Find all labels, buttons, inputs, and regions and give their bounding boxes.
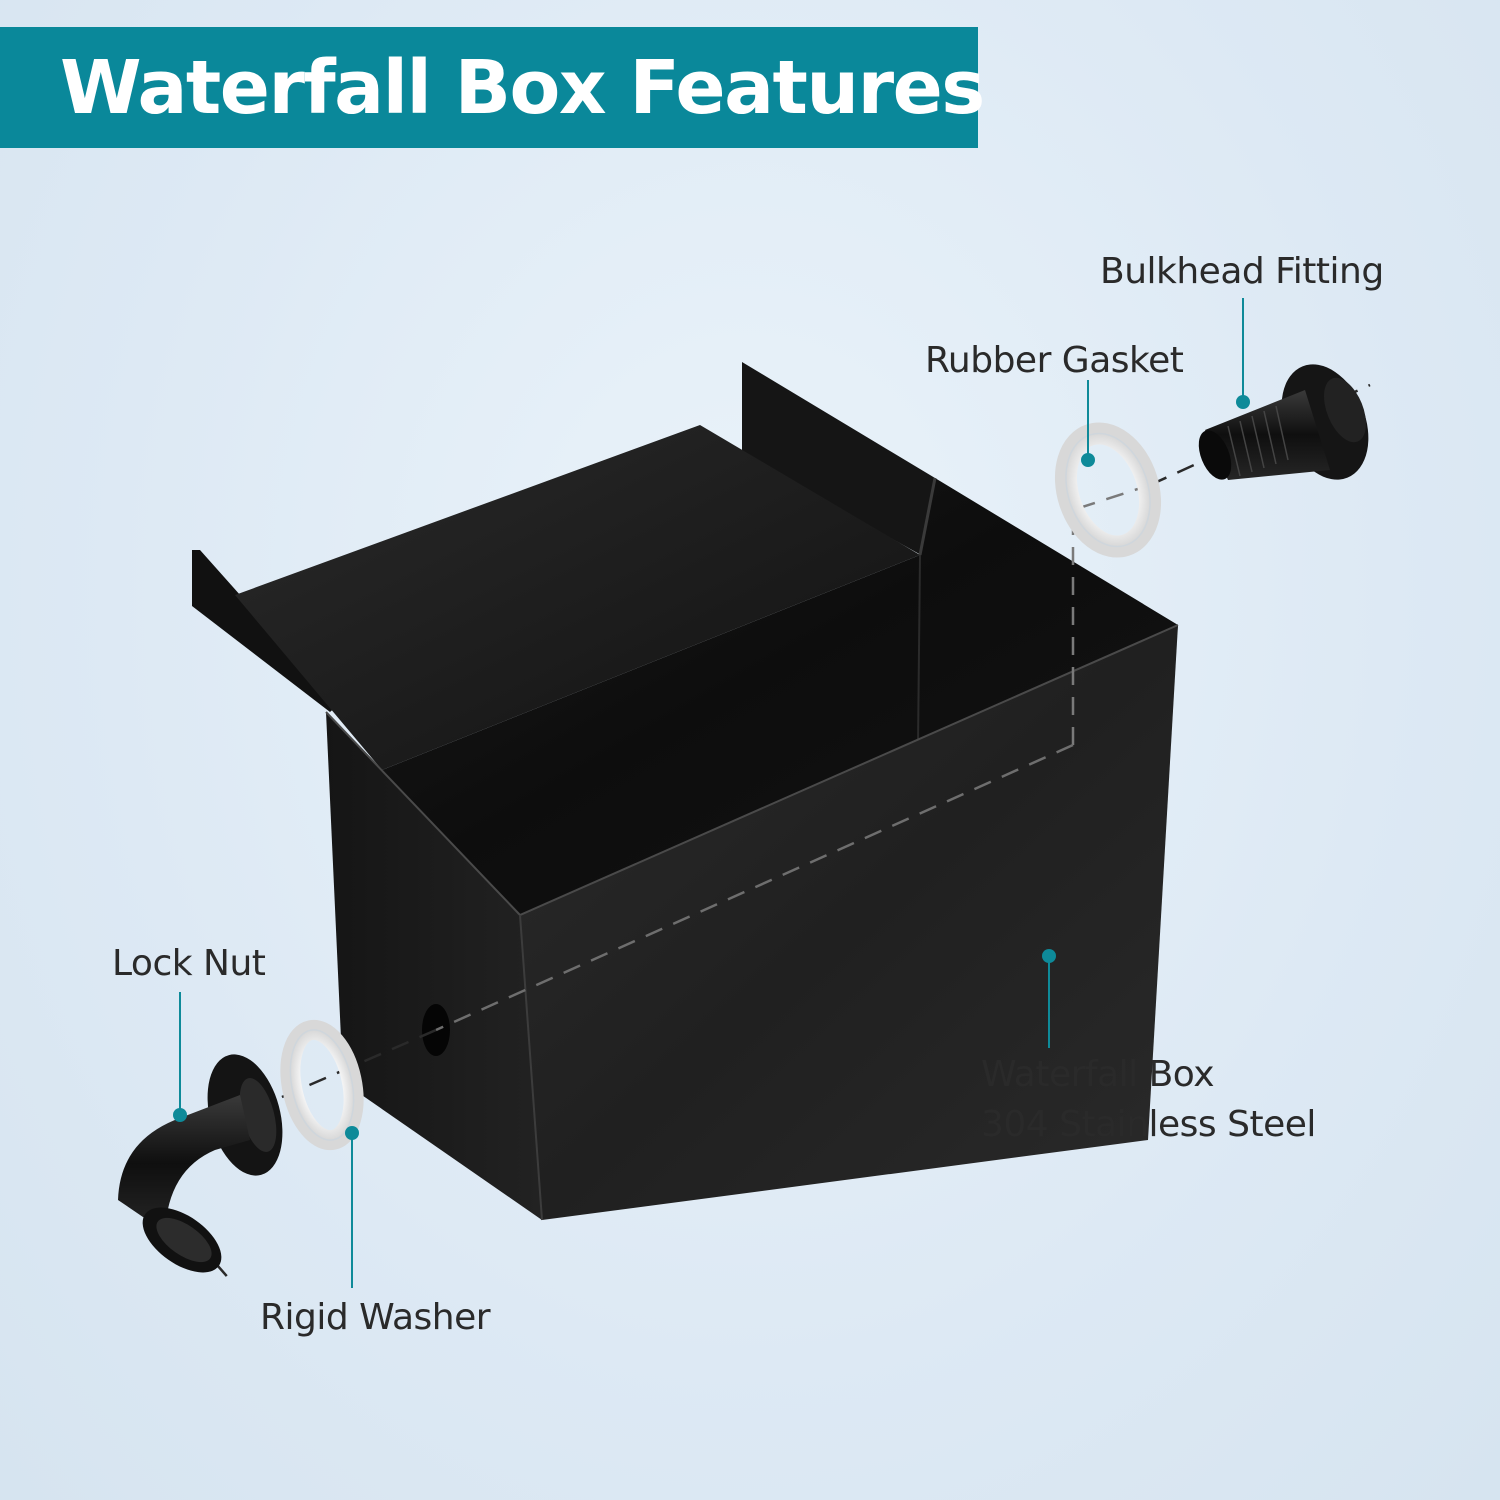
rubber-gasket xyxy=(1054,422,1162,558)
label-rigid-washer: Rigid Washer xyxy=(260,1297,491,1338)
label-rubber-gasket: Rubber Gasket xyxy=(925,340,1184,381)
box-front-wall xyxy=(520,625,1178,1220)
waterfall-box-marker xyxy=(1042,949,1056,963)
rubber-gasket-marker xyxy=(1081,453,1095,467)
label-bulkhead-fitting: Bulkhead Fitting xyxy=(1100,251,1384,292)
box-back-flange xyxy=(742,362,935,560)
label-waterfall-box-line1: Waterfall Box xyxy=(981,1054,1215,1095)
waterfall-box xyxy=(192,362,1179,1221)
label-lock-nut: Lock Nut xyxy=(112,943,266,984)
title-banner: Waterfall Box Features xyxy=(0,27,985,148)
box-left-wall xyxy=(326,712,542,1220)
rigid-washer-marker xyxy=(345,1126,359,1140)
bulkhead-fitting xyxy=(1198,364,1369,480)
page-title: Waterfall Box Features xyxy=(60,44,985,131)
bulkhead-fitting-marker xyxy=(1236,395,1250,409)
rigid-washer xyxy=(280,1019,364,1151)
lock-nut-elbow xyxy=(118,1054,283,1273)
callout-leaders xyxy=(173,298,1250,1288)
box-spillway-plate xyxy=(235,425,920,770)
label-waterfall-box-line2: 304 Stainless Steel xyxy=(981,1104,1316,1145)
label-waterfall-box: Waterfall Box 304 Stainless Steel xyxy=(981,1050,1316,1150)
lock-nut-marker xyxy=(173,1108,187,1122)
